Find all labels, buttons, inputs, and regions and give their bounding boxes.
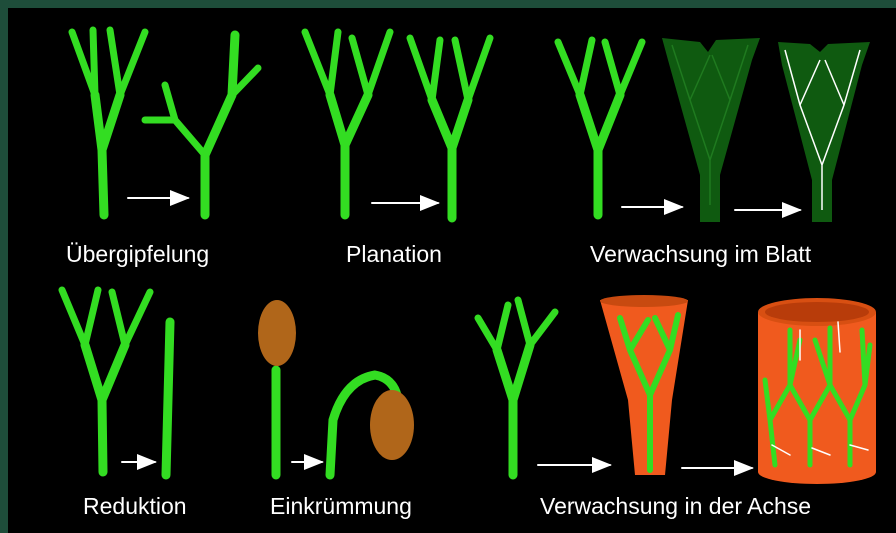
dichotomous-branch-1 bbox=[72, 30, 145, 215]
mature-leaf bbox=[778, 42, 870, 222]
label-planation: Planation bbox=[346, 241, 442, 267]
dichotomous-branch-2 bbox=[305, 32, 390, 215]
webbed-leaf bbox=[662, 38, 760, 222]
planated-branch bbox=[410, 38, 490, 218]
dichotomous-branch-4 bbox=[62, 290, 150, 472]
label-uebergipfelung: Übergipfelung bbox=[66, 241, 209, 267]
label-einkruemmung: Einkrümmung bbox=[270, 493, 412, 519]
upright-sporangium bbox=[258, 300, 296, 475]
reduced-stem bbox=[166, 322, 170, 475]
diagram-canvas: Übergipfelung Planation Verwachsung im B… bbox=[8, 8, 896, 533]
label-verwachsung-achse: Verwachsung in der Achse bbox=[540, 493, 811, 519]
overtopped-branch bbox=[145, 35, 258, 215]
label-verwachsung-blatt: Verwachsung im Blatt bbox=[590, 241, 812, 267]
dichotomous-branch-3 bbox=[558, 40, 642, 215]
recurved-sporangium bbox=[330, 375, 414, 475]
stele-cylinder bbox=[758, 298, 876, 484]
fusing-axis bbox=[600, 295, 688, 475]
dichotomous-branch-5 bbox=[478, 300, 555, 475]
label-reduktion: Reduktion bbox=[83, 493, 187, 519]
